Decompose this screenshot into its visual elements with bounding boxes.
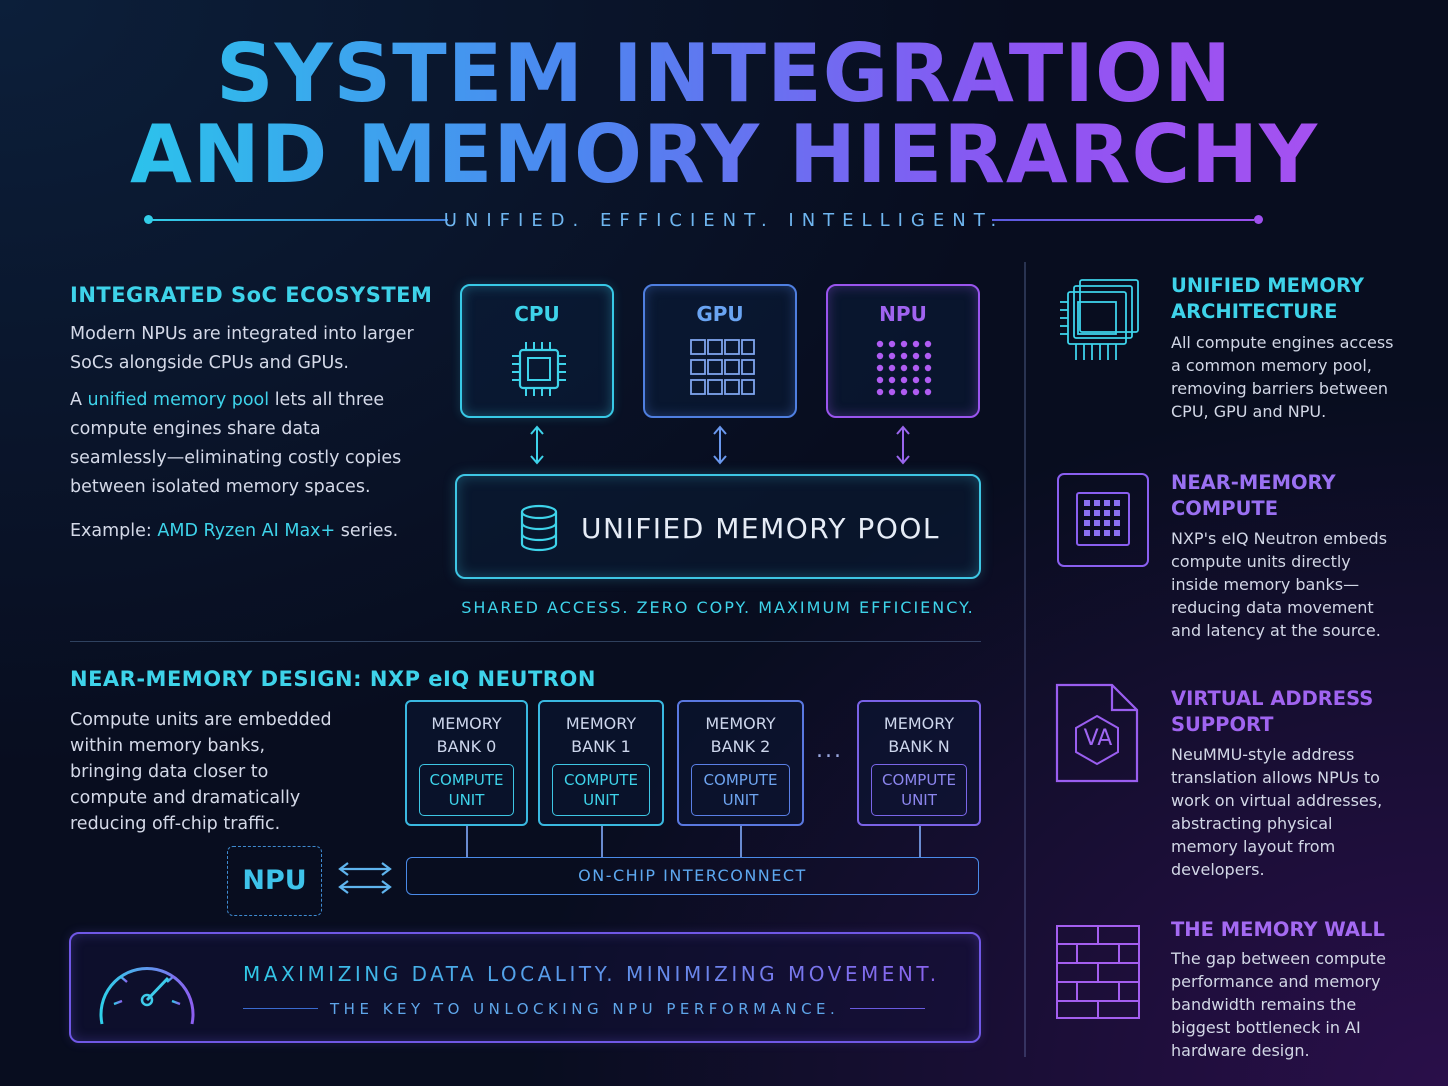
npu-engine-box: NPU [826, 284, 980, 418]
stacked-chip-icon [1060, 279, 1139, 360]
tagline-rule-right [992, 219, 1254, 221]
tagline-dot-right [1254, 215, 1263, 224]
cpu-chip-icon [512, 342, 566, 396]
bank-n-link [919, 826, 921, 857]
soc-heading: INTEGRATED SoC ECOSYSTEM [70, 283, 433, 307]
bank-2-link [740, 826, 742, 857]
on-chip-interconnect: ON-CHIP INTERCONNECT [406, 857, 979, 895]
npu-pool-arrow [896, 425, 910, 465]
gpu-grid-icon [690, 339, 755, 395]
soc-para-1: Modern NPUs are integrated into larger S… [70, 324, 414, 373]
bank-0-link [466, 826, 468, 857]
tagline: UNIFIED. EFFICIENT. INTELLIGENT. [443, 210, 1005, 231]
cpu-label: CPU [514, 302, 560, 326]
npu-interconnect-arrows [338, 862, 392, 894]
soc-example: Example: AMD Ryzen AI Max+ series. [70, 521, 399, 541]
amd-ryzen-highlight: AMD Ryzen AI Max+ [157, 521, 336, 541]
virtual-address-support-body: NeuMMU-style address translation allows … [1171, 745, 1383, 879]
tagline-rule-left [152, 219, 448, 221]
brick-wall-icon [1056, 925, 1140, 1019]
unified-memory-pool-highlight: unified memory pool [87, 390, 270, 410]
banner-rule-left [243, 1008, 318, 1009]
banner-rule-right [850, 1008, 925, 1009]
npu-dots-icon [876, 340, 932, 396]
pool-subtitle: SHARED ACCESS. ZERO COPY. MAXIMUM EFFICI… [461, 598, 975, 617]
near-memory-heading: NEAR-MEMORY DESIGN: NXP eIQ NEUTRON [70, 667, 596, 691]
npu-box: NPU [227, 846, 322, 916]
title-line-1: SYSTEM INTEGRATION [0, 32, 1448, 116]
tagline-dot-left [144, 215, 153, 224]
bank-ellipsis: ... [816, 738, 843, 763]
engine-pool-arrows [530, 425, 910, 465]
banner-subtitle: THE KEY TO UNLOCKING NPU PERFORMANCE. [330, 1000, 840, 1018]
va-icon-text: VA [1083, 726, 1113, 751]
soc-para-2: A unified memory pool lets all three com… [70, 390, 402, 497]
gpu-box: GPU [643, 284, 797, 418]
near-memory-compute-body: NXP's eIQ Neutron embeds compute units d… [1171, 529, 1388, 640]
gpu-pool-arrow [713, 425, 727, 465]
right-column-divider [1024, 262, 1026, 1057]
cpu-pool-arrow [530, 425, 544, 465]
npu-engine-label: NPU [879, 302, 927, 326]
gpu-label: GPU [696, 302, 744, 326]
va-document-icon [1055, 683, 1139, 783]
unified-memory-architecture-body: All compute engines access a common memo… [1171, 333, 1394, 421]
title-line-2: AND MEMORY HIERARCHY [0, 113, 1448, 197]
bank-1-link [601, 826, 603, 857]
database-icon [520, 504, 558, 552]
bottom-banner [69, 932, 981, 1043]
section-divider [70, 641, 981, 642]
memory-grid-icon [1057, 473, 1149, 567]
unified-memory-pool-label: UNIFIED MEMORY POOL [581, 512, 940, 545]
unified-memory-pool-box: UNIFIED MEMORY POOL [455, 474, 981, 579]
banner-headline: MAXIMIZING DATA LOCALITY. MINIMIZING MOV… [243, 962, 940, 986]
memory-wall-heading: THE MEMORY WALL [1171, 918, 1385, 941]
near-memory-body: Compute units are embedded within memory… [70, 710, 332, 834]
speedometer-icon [99, 962, 195, 1025]
memory-wall-body: The gap between compute performance and … [1171, 949, 1386, 1060]
cpu-box: CPU [460, 284, 614, 418]
